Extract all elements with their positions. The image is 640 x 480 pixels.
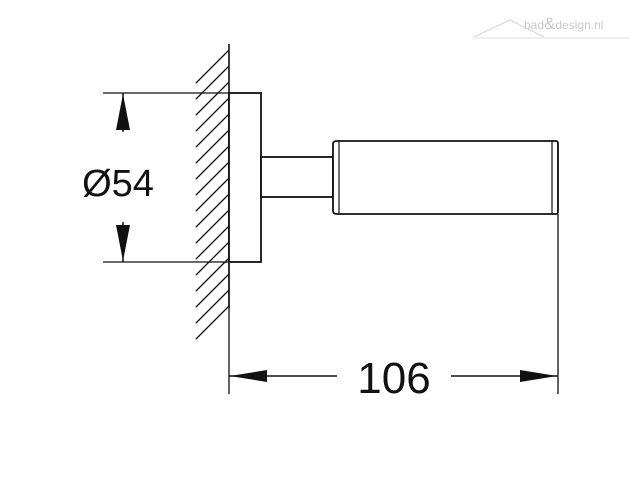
watermark-logo: bad&design.nl — [473, 14, 630, 39]
width-dimension — [228, 214, 559, 394]
hatch-stroke — [195, 241, 230, 276]
mounting-rosette — [228, 92, 262, 263]
hatch-stroke — [195, 257, 230, 292]
width-label: 106 — [357, 354, 430, 403]
watermark-text-right: design.nl — [555, 18, 603, 32]
watermark-text-left: bad — [524, 18, 544, 32]
arrow-right-icon — [520, 370, 557, 382]
diameter-label: Ø54 — [82, 163, 154, 205]
hatch-stroke — [195, 113, 230, 148]
watermark-ampersand: & — [544, 14, 556, 33]
hatch-stroke — [195, 97, 230, 132]
hatch-stroke — [195, 49, 230, 84]
hatch-stroke — [195, 65, 230, 100]
arrow-left-icon — [230, 370, 267, 382]
hatch-stroke — [195, 129, 230, 164]
hatch-stroke — [195, 225, 230, 260]
wall-hatching — [195, 49, 230, 340]
hatch-stroke — [195, 209, 230, 244]
hatch-stroke — [195, 273, 230, 308]
hatch-stroke — [195, 81, 230, 116]
diameter-dimension — [103, 92, 229, 263]
holder-stem — [260, 156, 334, 198]
holder-body — [332, 140, 559, 215]
arrow-down-icon — [116, 225, 130, 261]
hatch-stroke — [195, 289, 230, 324]
svg-text:bad&design.nl: bad&design.nl — [524, 14, 603, 33]
hatch-stroke — [195, 145, 230, 180]
roof-icon — [473, 19, 545, 38]
hatch-stroke — [195, 193, 230, 228]
hatch-stroke — [195, 161, 230, 196]
hatch-stroke — [195, 305, 230, 340]
arrow-up-icon — [116, 94, 130, 130]
hatch-stroke — [195, 177, 230, 212]
